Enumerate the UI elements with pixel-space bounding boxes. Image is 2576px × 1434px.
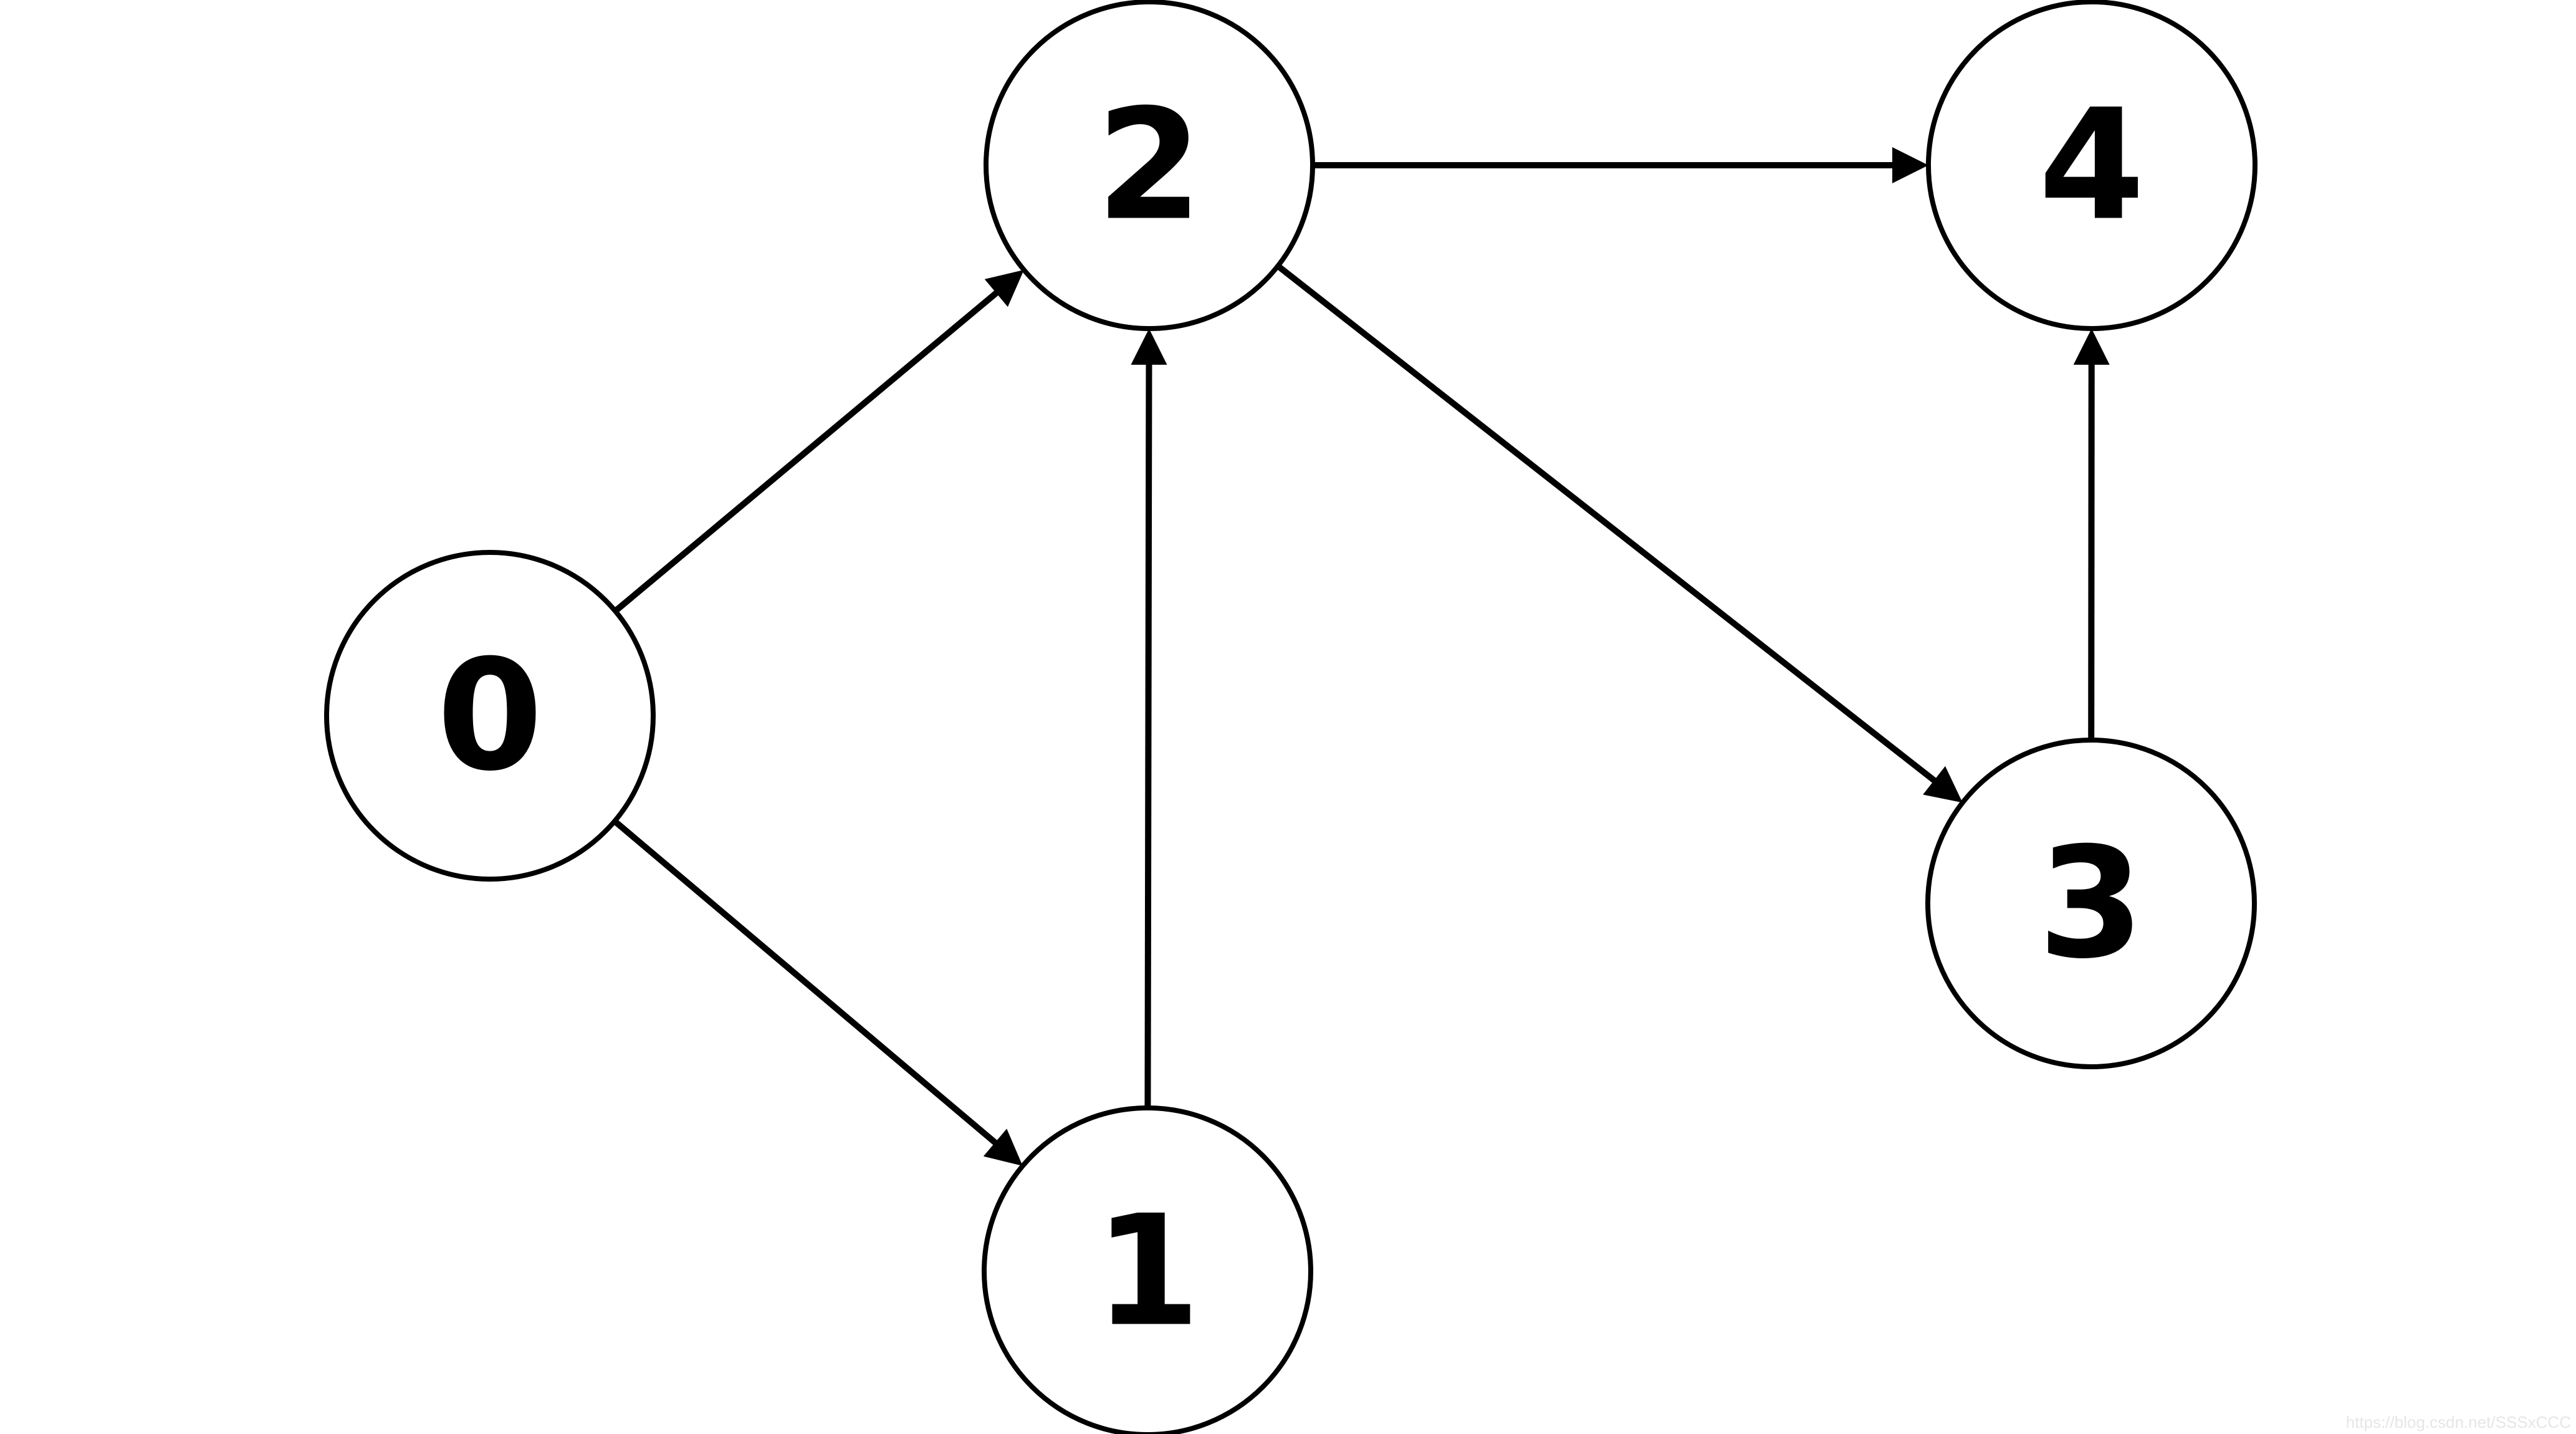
node-circle-3 xyxy=(1925,738,2257,1069)
node-label-0: 0 xyxy=(437,627,543,805)
watermark-text: https://blog.csdn.net/SSSxCCC xyxy=(2346,1413,2571,1432)
edge-arrowhead-0-2 xyxy=(984,269,1024,307)
node-circle-1 xyxy=(982,1105,1313,1434)
edge-arrowhead-1-2 xyxy=(1131,328,1167,365)
edges-layer xyxy=(612,147,2110,1166)
node-circle-4 xyxy=(1926,0,2258,331)
edge-arrowhead-0-1 xyxy=(983,1128,1023,1166)
node-circle-0 xyxy=(324,550,656,882)
nodes-layer: 0 1 2 3 4 xyxy=(324,0,2258,1434)
edge-0-2 xyxy=(613,289,1000,614)
edge-arrowhead-3-4 xyxy=(2073,328,2110,365)
edge-3-4 xyxy=(2088,362,2095,741)
edge-0-1 xyxy=(612,819,999,1147)
node-circle-2 xyxy=(984,0,1315,331)
node-label-1: 1 xyxy=(1094,1183,1200,1360)
node-label-3: 3 xyxy=(2038,815,2144,993)
edge-1-2 xyxy=(1144,362,1152,1109)
node-label-2: 2 xyxy=(1096,77,1202,254)
node-label-4: 4 xyxy=(2039,77,2145,254)
edge-arrowhead-2-3 xyxy=(1923,766,1963,803)
edge-2-3 xyxy=(1276,263,1938,785)
edge-arrowhead-2-4 xyxy=(1892,147,1928,183)
